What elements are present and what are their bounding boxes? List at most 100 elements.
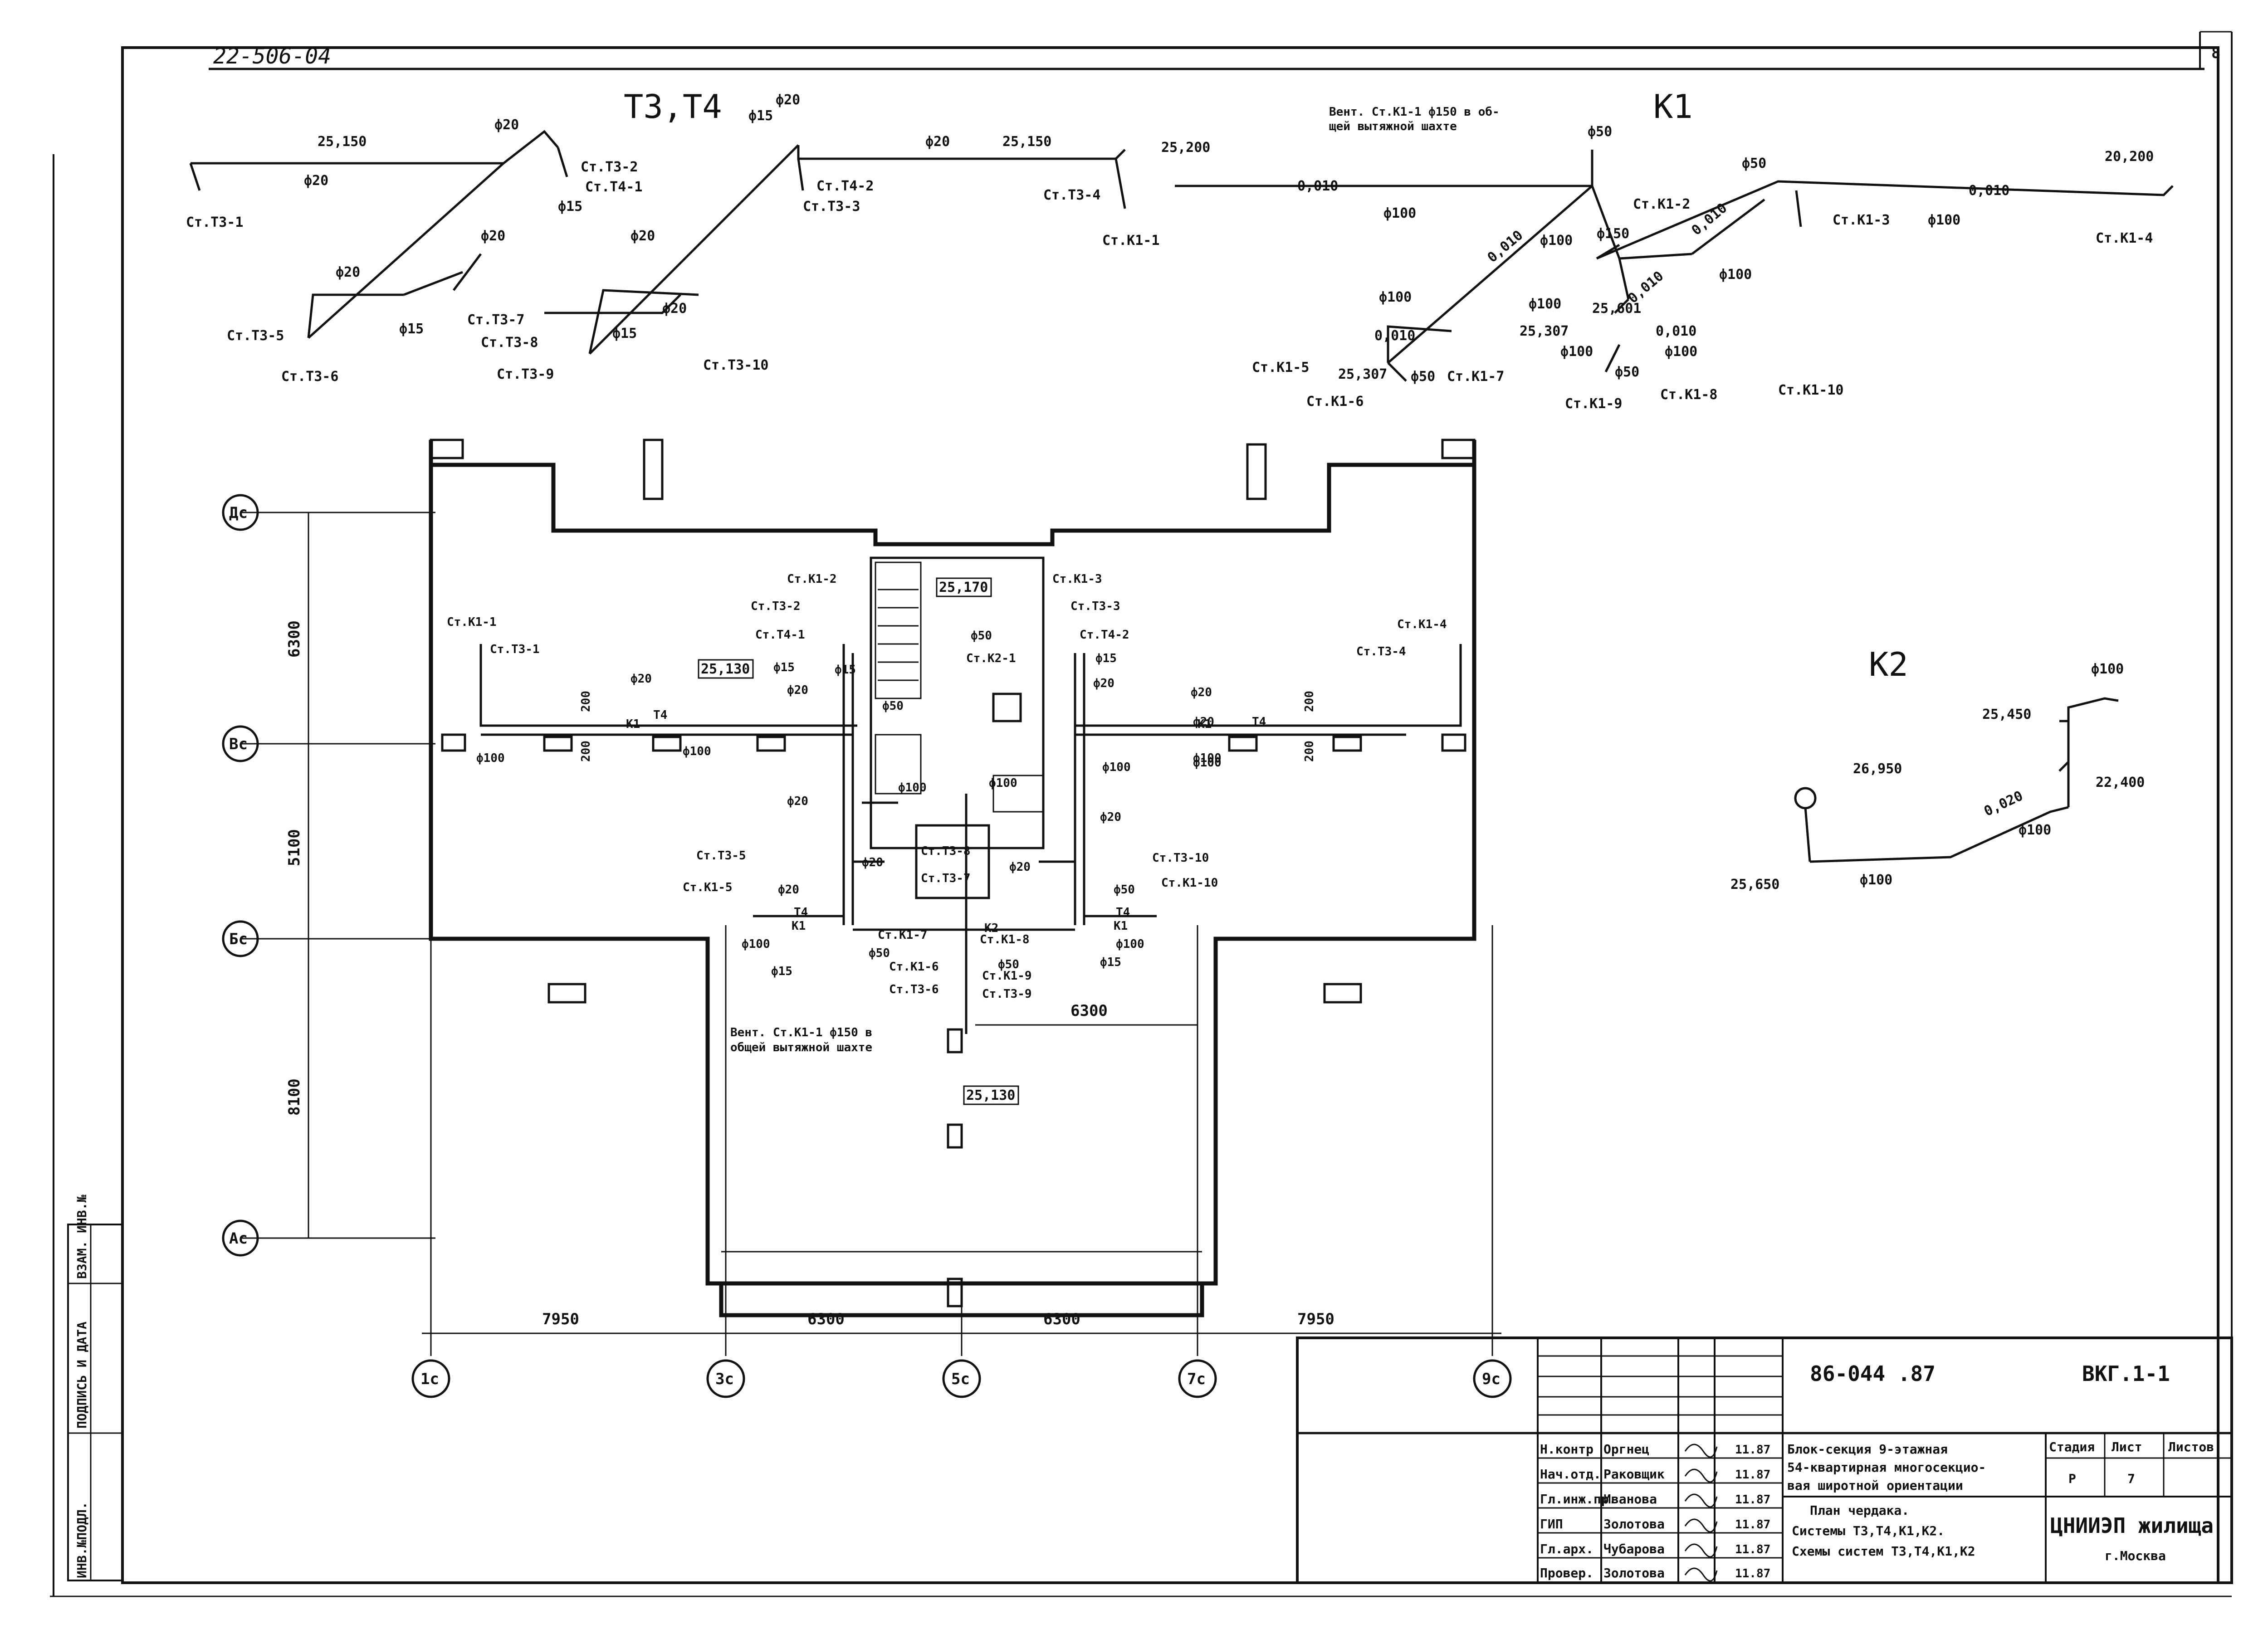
k1-note-0: Вент. Ст.К1-1 ф150 в об- <box>1329 105 1500 119</box>
t3t4-lbl-2: Ст.Т3-1 <box>186 215 243 230</box>
sheet-header: Лист <box>2112 1439 2142 1454</box>
riser-8: Ст.К2-1 <box>966 652 1016 665</box>
k1-lbl-6: ф150 <box>1597 226 1629 242</box>
k1-lbl-3: ф100 <box>1383 205 1416 221</box>
k1-lbl-14: ф100 <box>1928 212 1960 228</box>
scheme-k1: К1 Вент. Ст.К1-1 ф150 в об- щей вытяжной… <box>1102 88 2174 412</box>
k2-lbl-7: ф100 <box>1860 872 1892 888</box>
t3t4-lbl-17: Ст.Т3-5 <box>227 328 284 344</box>
small-dim-3: 200 <box>1303 741 1316 762</box>
pipe-16: ф20 <box>1009 860 1031 874</box>
t3t4-lbl-14: ф20 <box>481 228 505 244</box>
plan-pipe-labels: ф20 ф15 ф20 ф50 ф50 ф15 ф20 ф20 ф100 ф10… <box>476 629 1222 978</box>
riser-11: Ст.Т3-5 <box>696 849 746 863</box>
k1-lbl-22: Ст.К1-5 <box>1252 360 1309 376</box>
dim-v-2: 8100 <box>285 1078 303 1116</box>
plan-riser-labels: Ст.К1-1 Ст.Т3-1 Ст.К1-2 Ст.Т3-2 Ст.Т4-1 … <box>447 572 1447 1001</box>
org-city: г.Москва <box>2105 1548 2166 1563</box>
plan-line-codes: К1 Т4 К1 Т4 К1 Т4 К1 Т4 К2 <box>626 708 1266 935</box>
role-4: Гл.арх. <box>1540 1541 1593 1556</box>
t3t4-lbl-13: Ст.Т3-4 <box>1043 187 1100 203</box>
t3t4-lbl-25: Ст.Т3-10 <box>703 357 769 373</box>
attic-plan <box>240 439 1501 1356</box>
name-4: Чубарова <box>1603 1541 1665 1556</box>
t3t4-lbl-8: ф15 <box>748 108 773 124</box>
pipe-5: ф15 <box>1095 652 1117 665</box>
axis-row-v: Вс <box>229 735 248 753</box>
name-1: Раковщик <box>1603 1467 1665 1482</box>
t3t4-lbl-18: Ст.Т3-6 <box>281 369 338 385</box>
t3t4-lbl-11: ф20 <box>925 134 950 150</box>
elev-1: 25,130 <box>701 661 750 677</box>
t3t4-lbl-12: 25,150 <box>1002 134 1051 150</box>
k1-note-1: щей вытяжной шахте <box>1329 120 1457 133</box>
k1-lbl-18: ф100 <box>1379 289 1412 305</box>
scheme-t3t4-title: Т3,Т4 <box>624 88 722 126</box>
sheet-frame <box>50 31 2233 1597</box>
riser-19: Ст.К1-9 <box>982 969 1032 983</box>
k1-lbl-9: ф50 <box>1742 156 1766 171</box>
t3t4-lbl-10: Ст.Т3-3 <box>803 199 860 215</box>
t3t4-lbl-7: ф20 <box>776 92 800 108</box>
pipe-8: ф100 <box>683 745 711 758</box>
riser-21: Ст.Т3-10 <box>1152 851 1209 865</box>
drawing-title-0: План чердака. <box>1810 1503 1909 1518</box>
dim-v-1: 5100 <box>285 829 303 866</box>
pipe-24: ф100 <box>476 751 505 765</box>
side-stamp: ИНВ.№ПОДЛ. ПОДПИСЬ И ДАТА ВЗАМ. ИНВ.№ <box>67 1195 123 1581</box>
role-3: ГИП <box>1540 1517 1563 1532</box>
stage-header: Стадия <box>2049 1439 2095 1454</box>
k1-lbl-13: Ст.К1-3 <box>1833 212 1890 228</box>
axis-col-1: 1с <box>420 1370 439 1388</box>
riser-5: Ст.К1-3 <box>1052 572 1102 586</box>
date-3: 11.87 <box>1735 1518 1770 1532</box>
pipe-17: ф20 <box>778 883 799 897</box>
pipe-0: ф20 <box>631 672 652 686</box>
k1-lbl-19: ф100 <box>1529 296 1561 312</box>
k1-lbl-17: Ст.К1-4 <box>2096 230 2153 246</box>
riser-13: Ст.Т3-6 <box>889 983 939 996</box>
riser-0: Ст.К1-1 <box>447 615 497 629</box>
t3t4-lbl-21: Ст.Т3-8 <box>481 335 538 351</box>
k1-lbl-21: 25,601 <box>1592 301 1641 317</box>
axis-row-a: Ас <box>229 1229 248 1248</box>
scheme-k2: К2 ф100 25,450 26,950 0,020 22,400 ф100 … <box>1730 645 2145 893</box>
small-dim-0: 200 <box>579 691 593 712</box>
k1-lbl-4: ф50 <box>1588 124 1612 140</box>
org-name: ЦНИИЭП жилища <box>2050 1513 2214 1538</box>
stamp-sign: ПОДПИСЬ И ДАТА <box>74 1322 89 1429</box>
pipe-7: ф20 <box>1191 686 1212 699</box>
name-5: Золотова <box>1603 1566 1665 1580</box>
date-0: 11.87 <box>1735 1443 1770 1457</box>
drawing-title-2: Схемы систем Т3,Т4,К1,К2 <box>1792 1544 1975 1559</box>
pipe-2: ф20 <box>787 683 808 697</box>
k1-lbl-28: 0,010 <box>1656 323 1696 339</box>
k2-lbl-2: 26,950 <box>1853 761 1902 777</box>
t3t4-lbl-19: ф15 <box>399 321 424 337</box>
k1-lbl-29: ф50 <box>1615 364 1639 380</box>
pipe-13: ф20 <box>787 795 808 808</box>
k1-lbl-15: 0,010 <box>1969 183 2009 199</box>
elev-2: 25,130 <box>966 1088 1015 1103</box>
k1-lbl-34: Ст.К1-10 <box>1778 382 1844 398</box>
k2-lbl-5: ф100 <box>2019 822 2051 838</box>
role-2: Гл.инж.пр. <box>1540 1492 1617 1507</box>
name-0: Оргнец <box>1603 1442 1649 1457</box>
t3t4-lbl-6: ф15 <box>558 199 582 215</box>
riser-1: Ст.Т3-1 <box>490 643 540 656</box>
k1-lbl-10: 0,010 <box>1689 200 1730 239</box>
t3t4-lbl-0: 25,150 <box>318 134 367 150</box>
title-block <box>1296 1336 2233 1584</box>
role-1: Нач.отд. <box>1540 1467 1601 1482</box>
riser-7: Ст.Т4-2 <box>1080 628 1129 642</box>
pipe-14: ф20 <box>1100 810 1121 824</box>
pipe-20: ф15 <box>771 965 792 978</box>
t3t4-lbl-3: ф20 <box>494 117 519 133</box>
t3t4-lbl-4: Ст.Т3-2 <box>581 159 638 175</box>
k1-lbl-26: Ст.К1-7 <box>1447 369 1504 385</box>
dim-h-2: 6300 <box>1043 1310 1080 1328</box>
dim-v-0: 6300 <box>285 620 303 658</box>
code-1: Т4 <box>653 708 667 722</box>
axis-row-d: Дс <box>229 504 248 522</box>
pipe-6: ф20 <box>1093 677 1114 690</box>
